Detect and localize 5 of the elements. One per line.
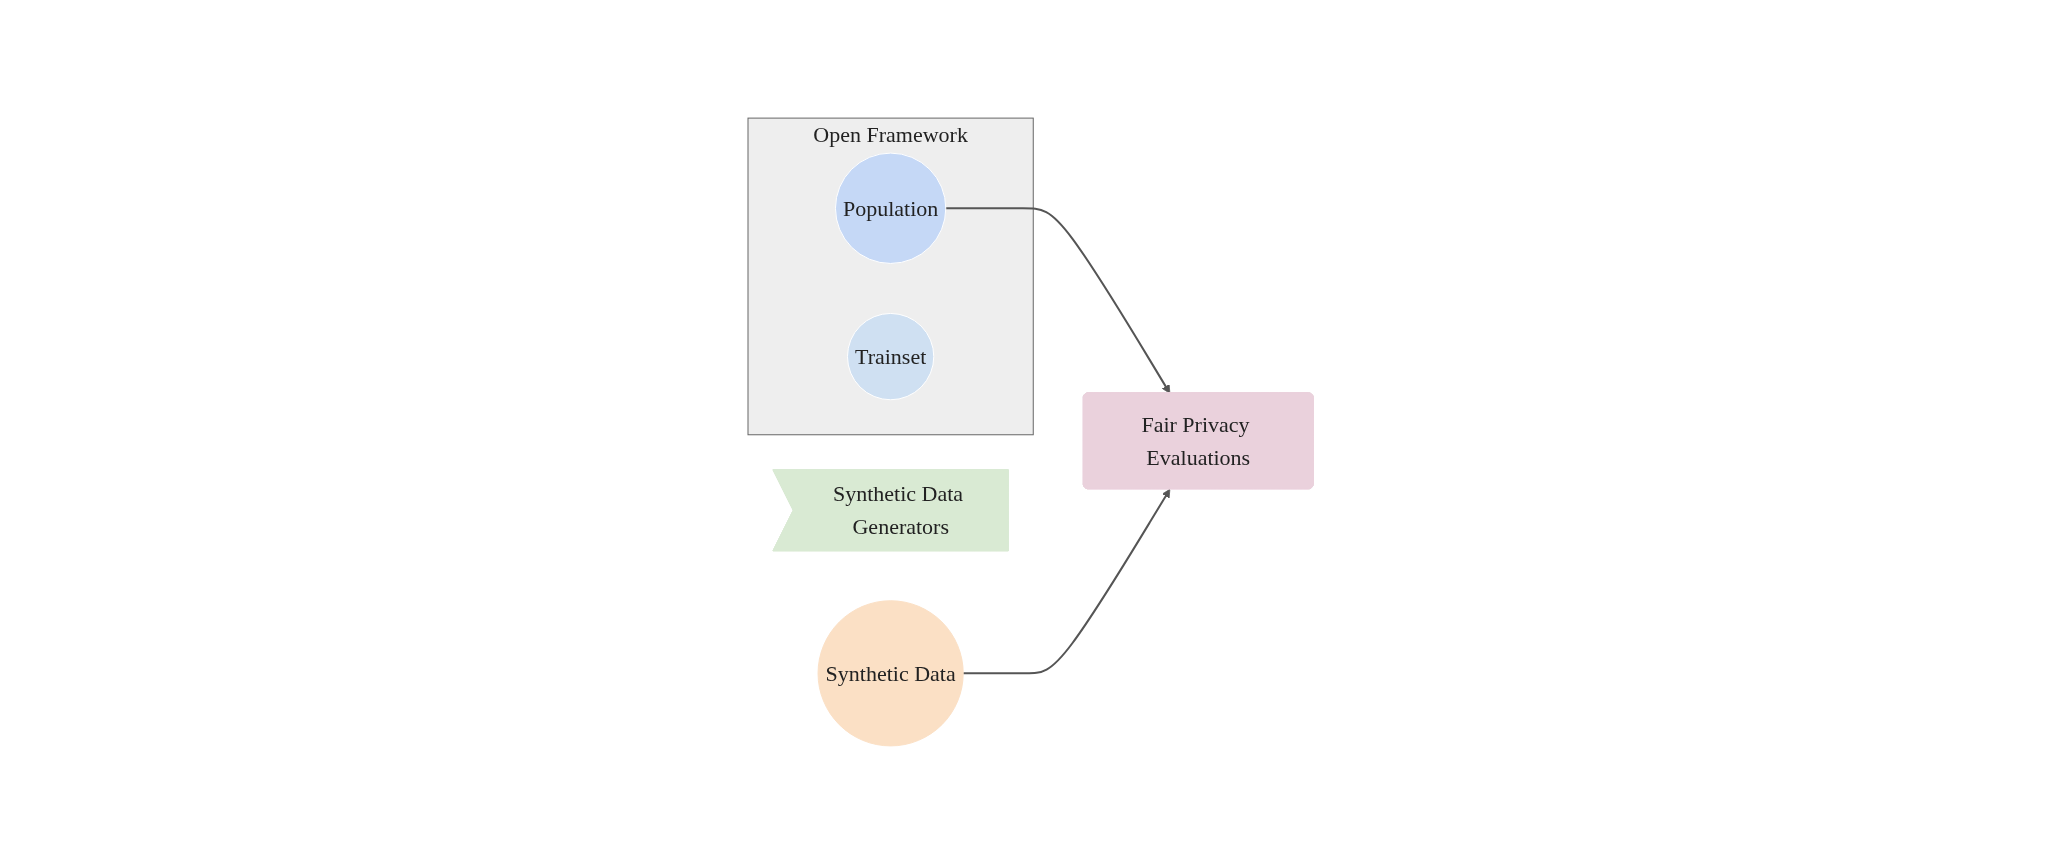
arrow [945, 207, 1171, 394]
node-circle: Population [835, 152, 947, 264]
node-circle: Trainset [847, 312, 935, 401]
node-circle: Synthetic Data [817, 600, 965, 747]
arrow [962, 488, 1171, 675]
